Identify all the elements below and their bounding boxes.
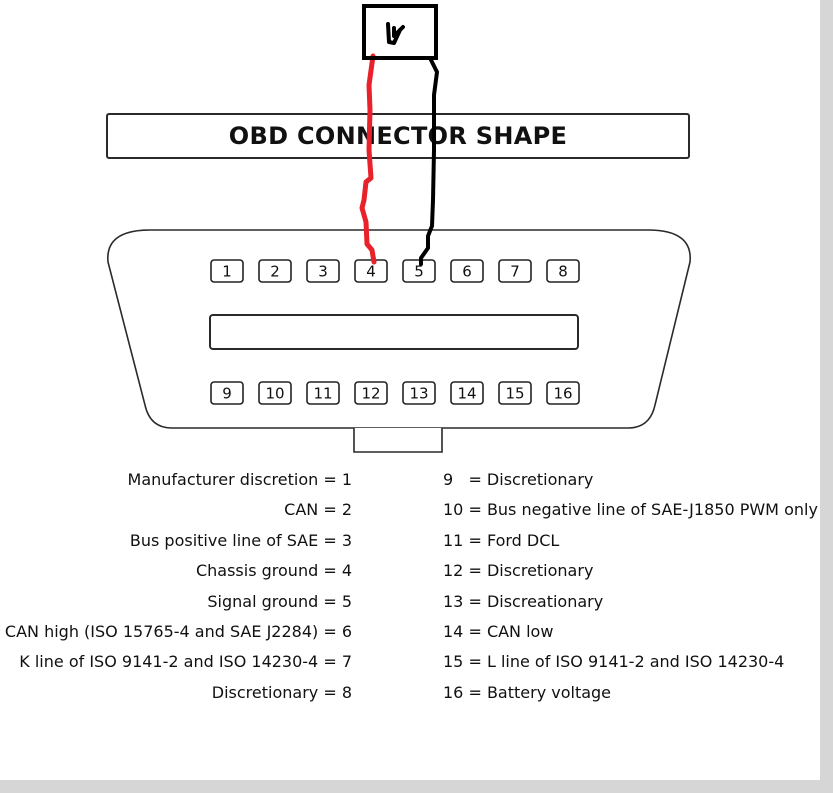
pin-6: 6	[450, 259, 484, 283]
connector-center-slot	[209, 314, 579, 350]
pin-number-label: 8	[558, 263, 568, 281]
pin-box	[210, 381, 244, 405]
legend-entry: Manufacturer discretion = 1	[127, 470, 352, 489]
pin-8: 8	[546, 259, 580, 283]
negative-probe-wire	[419, 58, 439, 266]
pin-number-label: 12	[361, 385, 380, 403]
legend-entry: 14 = CAN low	[443, 622, 554, 641]
legend-entry: 9 = Discretionary	[443, 470, 594, 489]
legend-entry: Bus positive line of SAE = 3	[129, 530, 352, 550]
pin-12: 12	[354, 381, 388, 405]
pin-number-label: 3	[318, 263, 328, 281]
pin-box	[210, 259, 244, 283]
legend-entry: CAN high (ISO 15765-4 and SAE J2284) = 6	[4, 622, 352, 641]
pin-box	[306, 259, 340, 283]
pin-number-label: 4	[366, 263, 376, 281]
pin-box	[306, 381, 340, 405]
pin-13: 13	[402, 381, 436, 405]
pin-box	[450, 381, 484, 405]
pin-number-label: 15	[505, 385, 524, 403]
pins-bottom-row: 9 10 11 12 13 14 15 16	[210, 381, 580, 405]
legend-entry: CAN = 2	[284, 500, 352, 520]
pin-box	[354, 259, 388, 283]
pin-box	[258, 381, 292, 405]
pin-3: 3	[306, 259, 340, 283]
pin-box	[498, 381, 532, 405]
positive-probe-wire	[359, 53, 377, 265]
pin-4: 4	[354, 259, 388, 283]
pin-number-label: 16	[553, 385, 572, 403]
legend-entry: K line of ISO 9141-2 and ISO 14230-4 = 7	[19, 652, 352, 672]
pin-number-label: 6	[462, 263, 472, 281]
pin-number-label: 1	[222, 263, 232, 281]
pin-2: 2	[258, 259, 292, 283]
pins-top-row: 1 2 3 4 5 6 7 8	[210, 259, 580, 283]
page-frame-bottom	[0, 780, 833, 793]
pin-number-label: 2	[270, 263, 280, 281]
pin-15: 15	[498, 381, 532, 405]
legend-entry: 16 = Battery voltage	[443, 682, 612, 702]
pin-number-label: 9	[222, 385, 232, 403]
legend-entry: 12 = Discretionary	[443, 561, 594, 581]
legend-entry: 13 = Discreationary	[443, 591, 604, 611]
pin-number-label: 14	[457, 385, 476, 403]
pin-14: 14	[450, 381, 484, 405]
pin-1: 1	[210, 259, 244, 283]
multimeter-box: V	[362, 4, 438, 60]
pin-number-label: 7	[510, 263, 520, 281]
pin-box	[354, 381, 388, 405]
pin-7: 7	[498, 259, 532, 283]
pin-number-label: 10	[265, 385, 284, 403]
connector-key-tab	[353, 428, 443, 453]
pin-9: 9	[210, 381, 244, 405]
pin-16: 16	[546, 381, 580, 405]
pin-number-label: 13	[409, 385, 428, 403]
legend-entry: Discretionary = 8	[211, 682, 352, 702]
pin-box	[258, 259, 292, 283]
legend-entry: Signal ground = 5	[207, 591, 352, 611]
pin-box	[450, 259, 484, 283]
legend-entry: 10 = Bus negative line of SAE-J1850 PWM …	[443, 500, 818, 520]
pin-box	[402, 381, 436, 405]
pin-number-label: 5	[414, 263, 424, 281]
legend-entry: 15 = L line of ISO 9141-2 and ISO 14230-…	[443, 652, 785, 672]
voltage-v-icon	[386, 22, 405, 45]
pin-number-label: 11	[313, 385, 332, 403]
pin-box	[546, 259, 580, 283]
legend-entry: 11 = Ford DCL	[443, 530, 560, 550]
diagram-title: OBD CONNECTOR SHAPE	[106, 113, 690, 159]
pin-box	[498, 259, 532, 283]
pin-10: 10	[258, 381, 292, 405]
legend-entry: Chassis ground = 4	[195, 561, 352, 581]
pin-11: 11	[306, 381, 340, 405]
page-frame-right	[820, 0, 833, 793]
pin-box	[546, 381, 580, 405]
